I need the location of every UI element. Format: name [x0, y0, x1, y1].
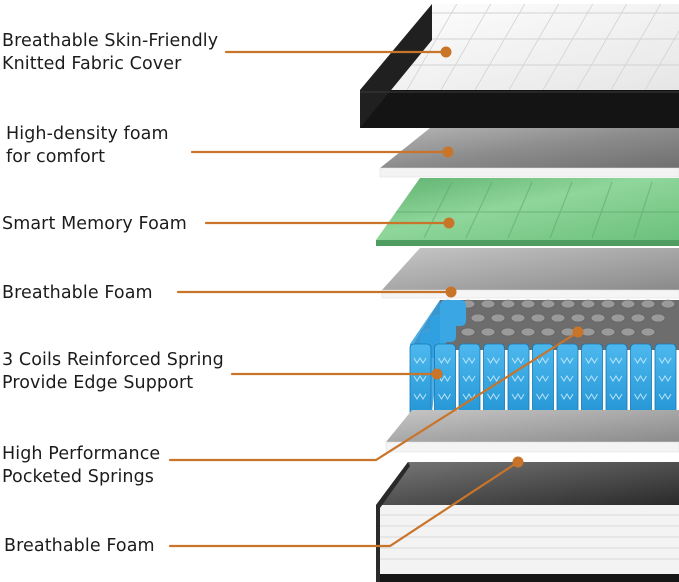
label-breathable-foam-bottom: Breathable Foam	[4, 535, 155, 558]
marker-dot-cover	[440, 46, 452, 58]
spring-top-coil	[600, 299, 616, 309]
label-hd-foam-line1: High-density foam	[6, 124, 169, 144]
pocket-spring-stitch	[609, 357, 623, 364]
pocket-spring-stitch	[536, 375, 549, 382]
spring-top-coil	[520, 327, 536, 337]
marker-dot-coils	[431, 368, 443, 380]
spring-top-coil	[650, 313, 666, 323]
label-memory-foam-line1: Smart Memory Foam	[2, 214, 187, 234]
spring-top-coil	[480, 299, 496, 309]
pocket-spring-stitch	[560, 375, 574, 382]
pocket-spring-stitch	[487, 375, 500, 382]
pocket-spring-stitch	[634, 375, 647, 382]
pocket-spring-stitch	[634, 357, 647, 364]
spring-top-coil	[610, 313, 626, 323]
label-cover: Breathable Skin-Friendly Knitted Fabric …	[2, 30, 218, 76]
label-breathable-foam-top: Breathable Foam	[2, 282, 153, 305]
pocket-spring-stitch	[609, 393, 623, 400]
pocket-spring-stitch	[413, 357, 427, 364]
spring-top-coil	[550, 313, 566, 323]
label-hd-foam: High-density foam for comfort	[6, 123, 169, 169]
pocket-spring-stitch	[413, 375, 427, 382]
pocket-spring-stitch	[511, 357, 525, 364]
pocket-spring-stitch	[413, 393, 427, 400]
pocket-spring-stitch	[560, 393, 574, 400]
spring-top-coil	[530, 313, 546, 323]
marker-dot-breathable-foam-top	[445, 286, 457, 298]
spring-top-coil	[500, 299, 516, 309]
spring-top-coil	[540, 327, 556, 337]
spring-top-coil	[660, 299, 676, 309]
breathable-foam-top-layer	[381, 248, 679, 299]
spring-top-coil	[520, 299, 536, 309]
pocket-spring-stitch	[462, 375, 476, 382]
memory-foam-layer	[376, 178, 679, 246]
pocket-spring-stitch	[658, 357, 672, 364]
spring-top-coil	[600, 327, 616, 337]
pocket-spring-stitch	[585, 375, 598, 382]
leader-line-breathable-foam-bottom	[168, 460, 520, 548]
pocket-spring-stitch	[585, 393, 598, 400]
spring-top-coil	[620, 299, 636, 309]
bottom-foam-layer	[385, 410, 679, 453]
label-coils-line2: Provide Edge Support	[2, 373, 194, 393]
spring-top-coil	[560, 299, 576, 309]
pocket-spring-stitch	[438, 375, 451, 382]
cover-layer	[360, 4, 679, 128]
marker-dot-pocketed	[572, 326, 584, 338]
marker-dot-memory-foam	[443, 217, 455, 229]
label-pocketed-line1: High Performance	[2, 444, 161, 464]
base-layer	[376, 462, 679, 582]
spring-top-coil	[580, 299, 596, 309]
pocket-spring-stitch	[462, 357, 476, 364]
spring-top-coil	[510, 313, 526, 323]
spring-top-coil	[630, 313, 646, 323]
pocket-spring-stitch	[536, 357, 549, 364]
spring-top-coil	[590, 313, 606, 323]
spring-top-coil	[640, 327, 656, 337]
label-coils: 3 Coils Reinforced Spring Provide Edge S…	[2, 349, 224, 395]
label-breathable-foam-top-line1: Breathable Foam	[2, 283, 153, 303]
pocket-spring-stitch	[511, 375, 525, 382]
pocket-spring-stitch	[438, 393, 451, 400]
pocket-spring-stitch	[585, 357, 598, 364]
spring-top-coil	[640, 299, 656, 309]
spring-top-coil	[490, 313, 506, 323]
pocket-spring-stitch	[487, 357, 500, 364]
spring-top-coil	[620, 327, 636, 337]
spring-top-coil	[540, 299, 556, 309]
pocket-spring-stitch	[560, 357, 574, 364]
label-memory-foam: Smart Memory Foam	[2, 213, 187, 236]
pocket-spring-stitch	[438, 357, 451, 364]
spring-top-coil	[470, 313, 486, 323]
spring-top-coil	[570, 313, 586, 323]
high-density-foam-layer	[379, 128, 679, 178]
pocket-spring-stitch	[658, 375, 672, 382]
label-coils-line1: 3 Coils Reinforced Spring	[2, 350, 224, 370]
pocket-spring-stitch	[658, 393, 672, 400]
pocket-spring-stitch	[511, 393, 525, 400]
pocket-spring-stitch	[634, 393, 647, 400]
label-breathable-foam-bottom-line1: Breathable Foam	[4, 536, 155, 556]
leader-line-pocketed	[168, 330, 580, 462]
pocket-spring-stitch	[609, 375, 623, 382]
label-hd-foam-line2: for comfort	[6, 147, 106, 167]
spring-top-coil	[500, 327, 516, 337]
label-pocketed-line2: Pocketed Springs	[2, 467, 155, 487]
label-cover-line2: Knitted Fabric Cover	[2, 54, 182, 74]
pocket-spring-stitch	[487, 393, 500, 400]
label-cover-line1: Breathable Skin-Friendly	[2, 31, 219, 51]
springs-layer	[409, 299, 679, 431]
spring-top-coil	[460, 327, 476, 337]
pocket-spring-stitch	[536, 393, 549, 400]
label-pocketed: High Performance Pocketed Springs	[2, 443, 160, 489]
marker-dot-hd-foam	[442, 146, 454, 158]
marker-dot-breathable-foam-bottom	[512, 456, 524, 468]
spring-top-coil	[480, 327, 496, 337]
